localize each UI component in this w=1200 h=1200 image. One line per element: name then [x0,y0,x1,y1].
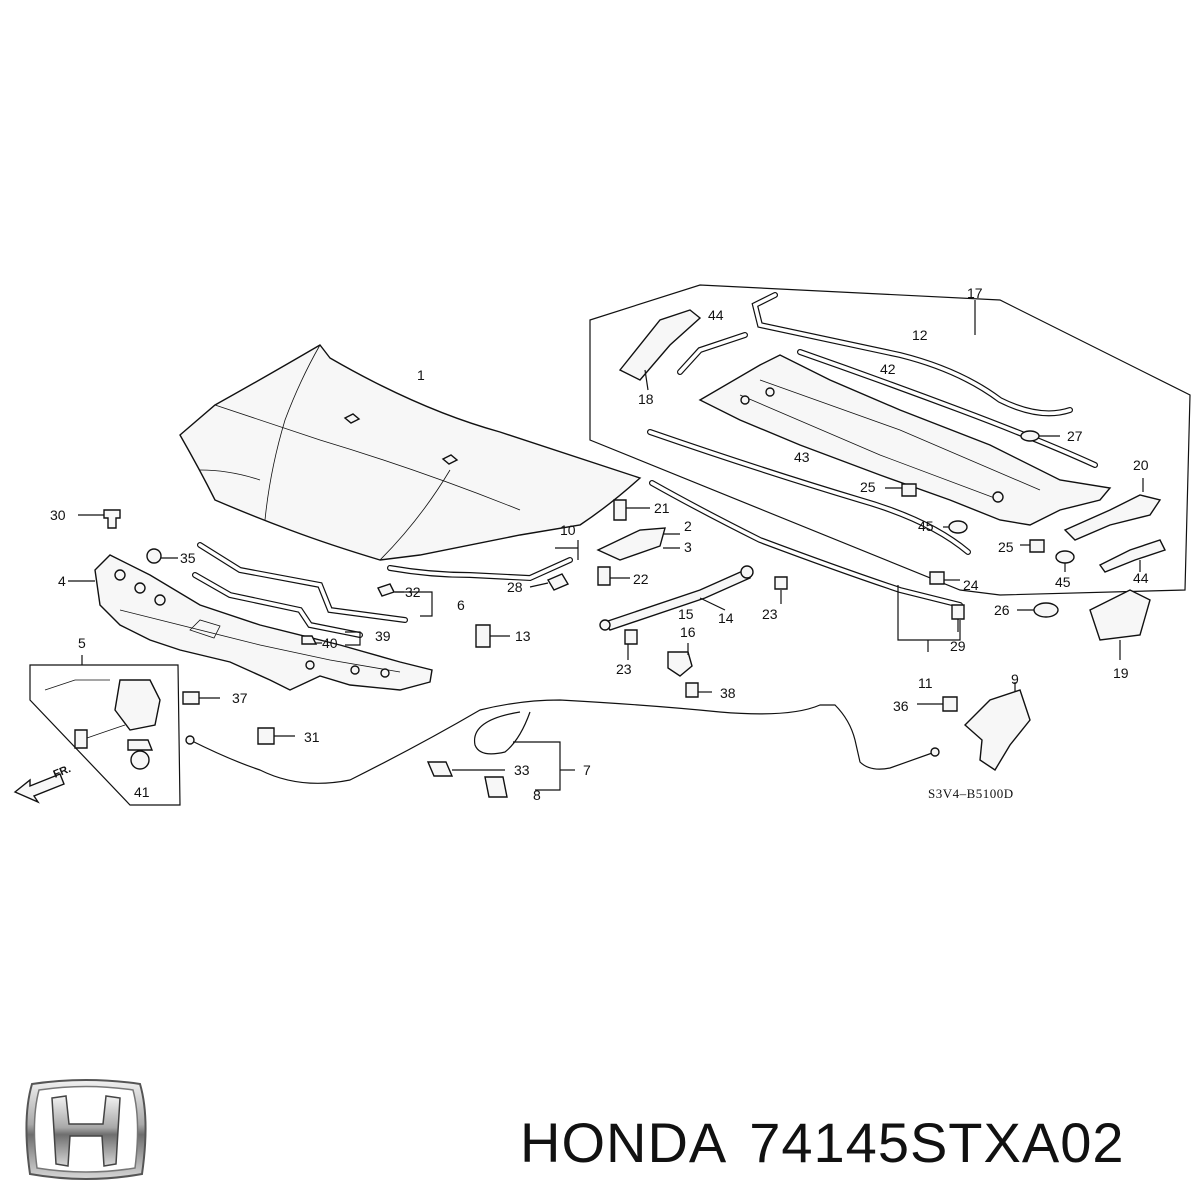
callout-45a: 45 [918,518,934,534]
callout-14: 14 [718,610,734,626]
callout-1: 1 [417,367,425,383]
callout-2: 2 [684,518,692,534]
callout-19: 19 [1113,665,1129,681]
callout-20: 20 [1133,457,1149,473]
callout-22: 22 [633,571,649,587]
callout-3: 3 [684,539,692,555]
hood-panel [179,344,642,561]
cowl-top-panel [698,354,1112,526]
direction-arrow: FR. [13,763,73,804]
callout-33: 33 [514,762,530,778]
callout-37: 37 [232,690,248,706]
callout-18: 18 [638,391,654,407]
hood-gas-strut [599,565,754,631]
cowl-box-outline [589,284,1191,596]
callout-35: 35 [180,550,196,566]
callout-44b: 44 [1133,570,1149,586]
callout-38: 38 [720,685,736,701]
callout-32: 32 [405,584,421,600]
callout-6: 6 [457,597,465,613]
honda-logo [25,1079,147,1180]
callout-11: 11 [918,675,933,691]
callout-12: 12 [912,327,928,343]
callout-15: 15 [678,606,694,622]
callout-40: 40 [322,635,338,651]
callout-44a: 44 [708,307,724,323]
callout-25b: 25 [998,539,1014,555]
callout-36: 36 [893,698,909,714]
callout-24: 24 [963,577,979,593]
callout-26: 26 [994,602,1010,618]
callout-23b: 23 [762,606,778,622]
callout-16: 16 [680,624,696,640]
callout-8: 8 [533,787,541,803]
callout-30: 30 [50,507,66,523]
part-caption: HONDA 74145STXA02 [520,1110,1190,1175]
callout-42: 42 [880,361,896,377]
callout-31: 31 [304,729,320,745]
callout-7: 7 [583,762,591,778]
callout-9: 9 [1011,671,1019,687]
callout-39: 39 [375,628,391,644]
callout-45b: 45 [1055,574,1071,590]
diagram-reference-code: S3V4–B5100D [928,786,1014,801]
callout-4: 4 [58,573,66,589]
callout-10: 10 [560,522,576,538]
brand-name: HONDA [520,1111,728,1174]
callout-labels: 1 2 3 4 5 6 7 8 9 10 11 12 13 14 15 16 1… [50,285,1149,803]
callout-13: 13 [515,628,531,644]
fastener-35 [146,548,178,564]
callout-21: 21 [654,500,670,516]
callout-25a: 25 [860,479,876,495]
callout-5: 5 [78,635,86,651]
callout-28: 28 [507,579,523,595]
callout-43: 43 [794,449,810,465]
fastener-30 [78,509,121,529]
callout-29: 29 [950,638,966,654]
part-number: 74145STXA02 [749,1111,1125,1174]
hood-release-cable [185,699,940,784]
callout-23a: 23 [616,661,632,677]
front-bulkhead-support [94,554,433,691]
hood-latch-assembly [29,655,181,806]
direction-label: FR. [52,763,73,781]
callout-41: 41 [134,784,150,800]
callout-27: 27 [1067,428,1083,444]
callout-17: 17 [967,285,983,301]
